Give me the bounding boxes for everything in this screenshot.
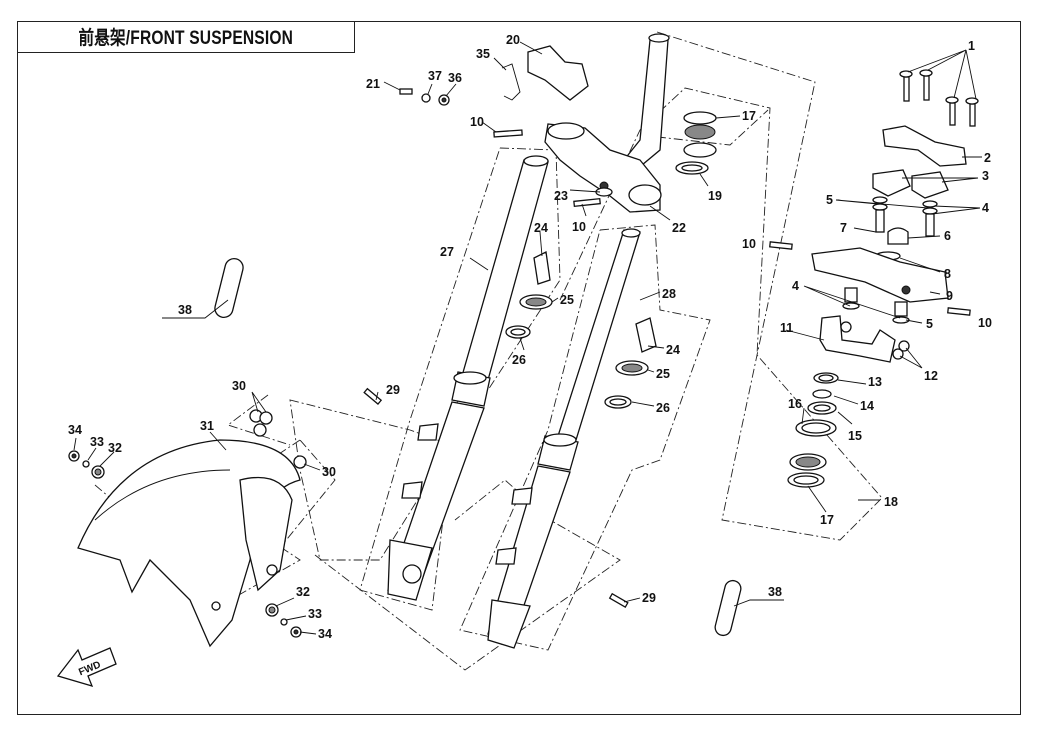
label-26b: 26: [656, 401, 670, 415]
label-25b: 25: [656, 367, 670, 381]
label-29a: 29: [386, 383, 400, 397]
leader-lines: [73, 41, 982, 635]
front-fender-31: [77, 439, 301, 648]
label-26a: 26: [512, 353, 526, 367]
label-5b: 5: [926, 317, 933, 331]
hose-clip-35: [501, 63, 521, 101]
label-10b: 10: [572, 220, 586, 234]
cap-6: [887, 227, 909, 245]
label-33b: 33: [308, 607, 322, 621]
label-37: 37: [428, 69, 442, 83]
bolt-10-b: [573, 197, 601, 208]
fork-leg-28: [487, 228, 641, 649]
bolt-21-washers-36-37: [399, 88, 450, 106]
label-25a: 25: [560, 293, 574, 307]
upper-triple-clamp-9: [811, 247, 949, 303]
label-14: 14: [860, 399, 874, 413]
bearing-stack-13-17: [787, 372, 839, 488]
label-38b: 38: [768, 585, 782, 599]
label-24a: 24: [534, 221, 548, 235]
label-5: 5: [826, 193, 833, 207]
drawing-frame: [17, 21, 1021, 715]
label-34a: 34: [68, 423, 82, 437]
page-title: 前悬架/FRONT SUSPENSION: [78, 28, 293, 49]
label-9: 9: [946, 289, 953, 303]
title-box: 前悬架/FRONT SUSPENSION: [17, 21, 355, 53]
washers-4-5-upper: [872, 196, 938, 237]
fork-leg-27: [387, 155, 549, 601]
label-10d: 10: [978, 316, 992, 330]
bolt-10-a: [493, 129, 523, 138]
lower-triple-clamp-group: [399, 33, 717, 213]
label-35: 35: [476, 47, 490, 61]
part-labels: 1 2 3 4 4 5 5 6 7 8 9 10 10 10 10 11 12 …: [68, 33, 992, 641]
bolt-1-group: [899, 69, 979, 127]
label-32b: 32: [296, 585, 310, 599]
label-27: 27: [440, 245, 454, 259]
label-34b: 34: [318, 627, 332, 641]
label-4: 4: [982, 201, 989, 215]
handlebar-clamp-lower-3: [872, 169, 949, 199]
label-33a: 33: [90, 435, 104, 449]
label-6: 6: [944, 229, 951, 243]
label-18: 18: [884, 495, 898, 509]
label-17b: 17: [820, 513, 834, 527]
label-15: 15: [848, 429, 862, 443]
label-24b: 24: [666, 343, 680, 357]
handlebar-clamp-upper-2: [882, 125, 967, 167]
bracket-11: [819, 315, 896, 363]
clips-30: [249, 409, 307, 469]
label-28: 28: [662, 287, 676, 301]
fwd-arrow-icon: FWD: [56, 647, 117, 688]
label-20: 20: [506, 33, 520, 47]
label-30b: 30: [322, 465, 336, 479]
label-12: 12: [924, 369, 938, 383]
label-13: 13: [868, 375, 882, 389]
label-23: 23: [554, 189, 568, 203]
hardware-32-34: [68, 450, 302, 638]
label-36: 36: [448, 71, 462, 85]
label-22: 22: [672, 221, 686, 235]
label-19: 19: [708, 189, 722, 203]
bearing-stack-upper-17-19: [675, 111, 717, 175]
bolts-29: [363, 387, 629, 608]
fork-seals: [505, 251, 657, 409]
label-31: 31: [200, 419, 214, 433]
label-10c: 10: [742, 237, 756, 251]
label-10a: 10: [470, 115, 484, 129]
label-2: 2: [984, 151, 991, 165]
label-17a: 17: [742, 109, 756, 123]
label-21: 21: [366, 77, 380, 91]
label-32a: 32: [108, 441, 122, 455]
label-30a: 30: [232, 379, 246, 393]
label-29b: 29: [642, 591, 656, 605]
label-4b: 4: [792, 279, 799, 293]
label-3: 3: [982, 169, 989, 183]
reflectors-38: [214, 257, 742, 637]
label-7: 7: [840, 221, 847, 235]
label-1: 1: [968, 39, 975, 53]
label-38a: 38: [178, 303, 192, 317]
label-8: 8: [944, 267, 951, 281]
bracket-20: [527, 45, 589, 101]
label-11: 11: [780, 321, 793, 335]
steering-stem-assembly: [769, 69, 979, 488]
label-16: 16: [788, 397, 802, 411]
steering-stem: [618, 39, 669, 171]
bolt-10-right: [769, 241, 971, 316]
